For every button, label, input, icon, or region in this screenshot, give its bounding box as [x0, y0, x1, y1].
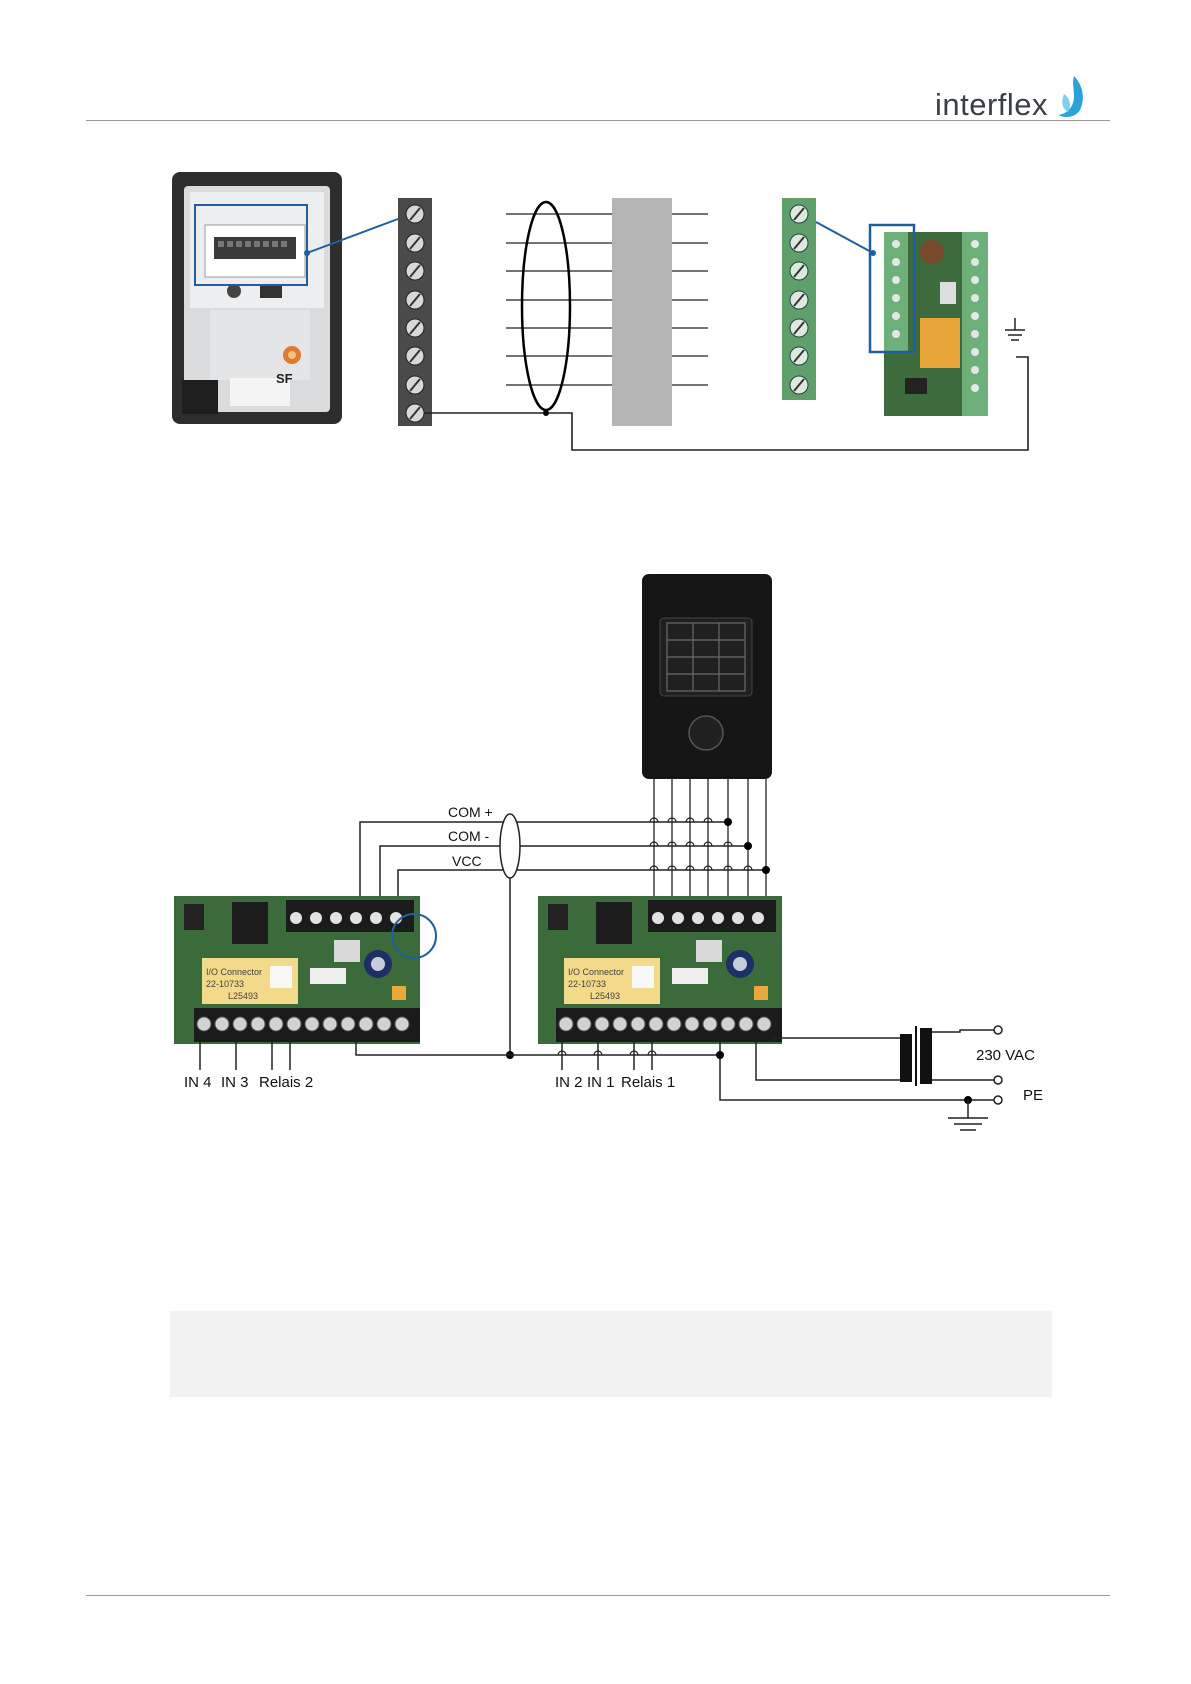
keypad-reader — [642, 574, 772, 779]
label-in4: IN 4 — [184, 1074, 212, 1091]
right-board-lot: L25493 — [590, 991, 620, 1001]
label-in2: IN 2 — [555, 1074, 583, 1091]
note-box — [170, 1311, 1052, 1397]
fingerprint-sensor-icon — [689, 716, 723, 750]
label-relay2: Relais 2 — [259, 1074, 313, 1091]
left-board-lot: L25493 — [228, 991, 258, 1001]
left-board-title: I/O Connector — [206, 967, 262, 977]
reader-wires — [654, 779, 766, 897]
bus-cable-shield — [500, 814, 520, 878]
label-in3: IN 3 — [221, 1074, 249, 1091]
earth-ground-icon — [948, 1100, 988, 1130]
right-board-part: 22-10733 — [568, 979, 606, 989]
right-board-title: I/O Connector — [568, 967, 624, 977]
label-pe: PE — [1023, 1087, 1043, 1104]
bus-lines — [360, 822, 766, 897]
label-vcc: VCC — [452, 853, 482, 869]
label-relay1: Relais 1 — [621, 1074, 675, 1091]
supply-terminals — [994, 1026, 1002, 1104]
bus-crossings — [650, 818, 752, 870]
label-in1: IN 1 — [587, 1074, 615, 1091]
io-board-left: I/O Connector 22-10733 L25493 — [174, 896, 436, 1044]
left-board-part: 22-10733 — [206, 979, 244, 989]
label-com-plus: COM + — [448, 804, 493, 820]
io-board-right: I/O Connector 22-10733 L25493 — [538, 896, 782, 1044]
label-com-minus: COM - — [448, 828, 490, 844]
label-230vac: 230 VAC — [976, 1047, 1035, 1064]
transformer-icon — [774, 1026, 994, 1086]
footer-divider — [86, 1595, 1110, 1596]
